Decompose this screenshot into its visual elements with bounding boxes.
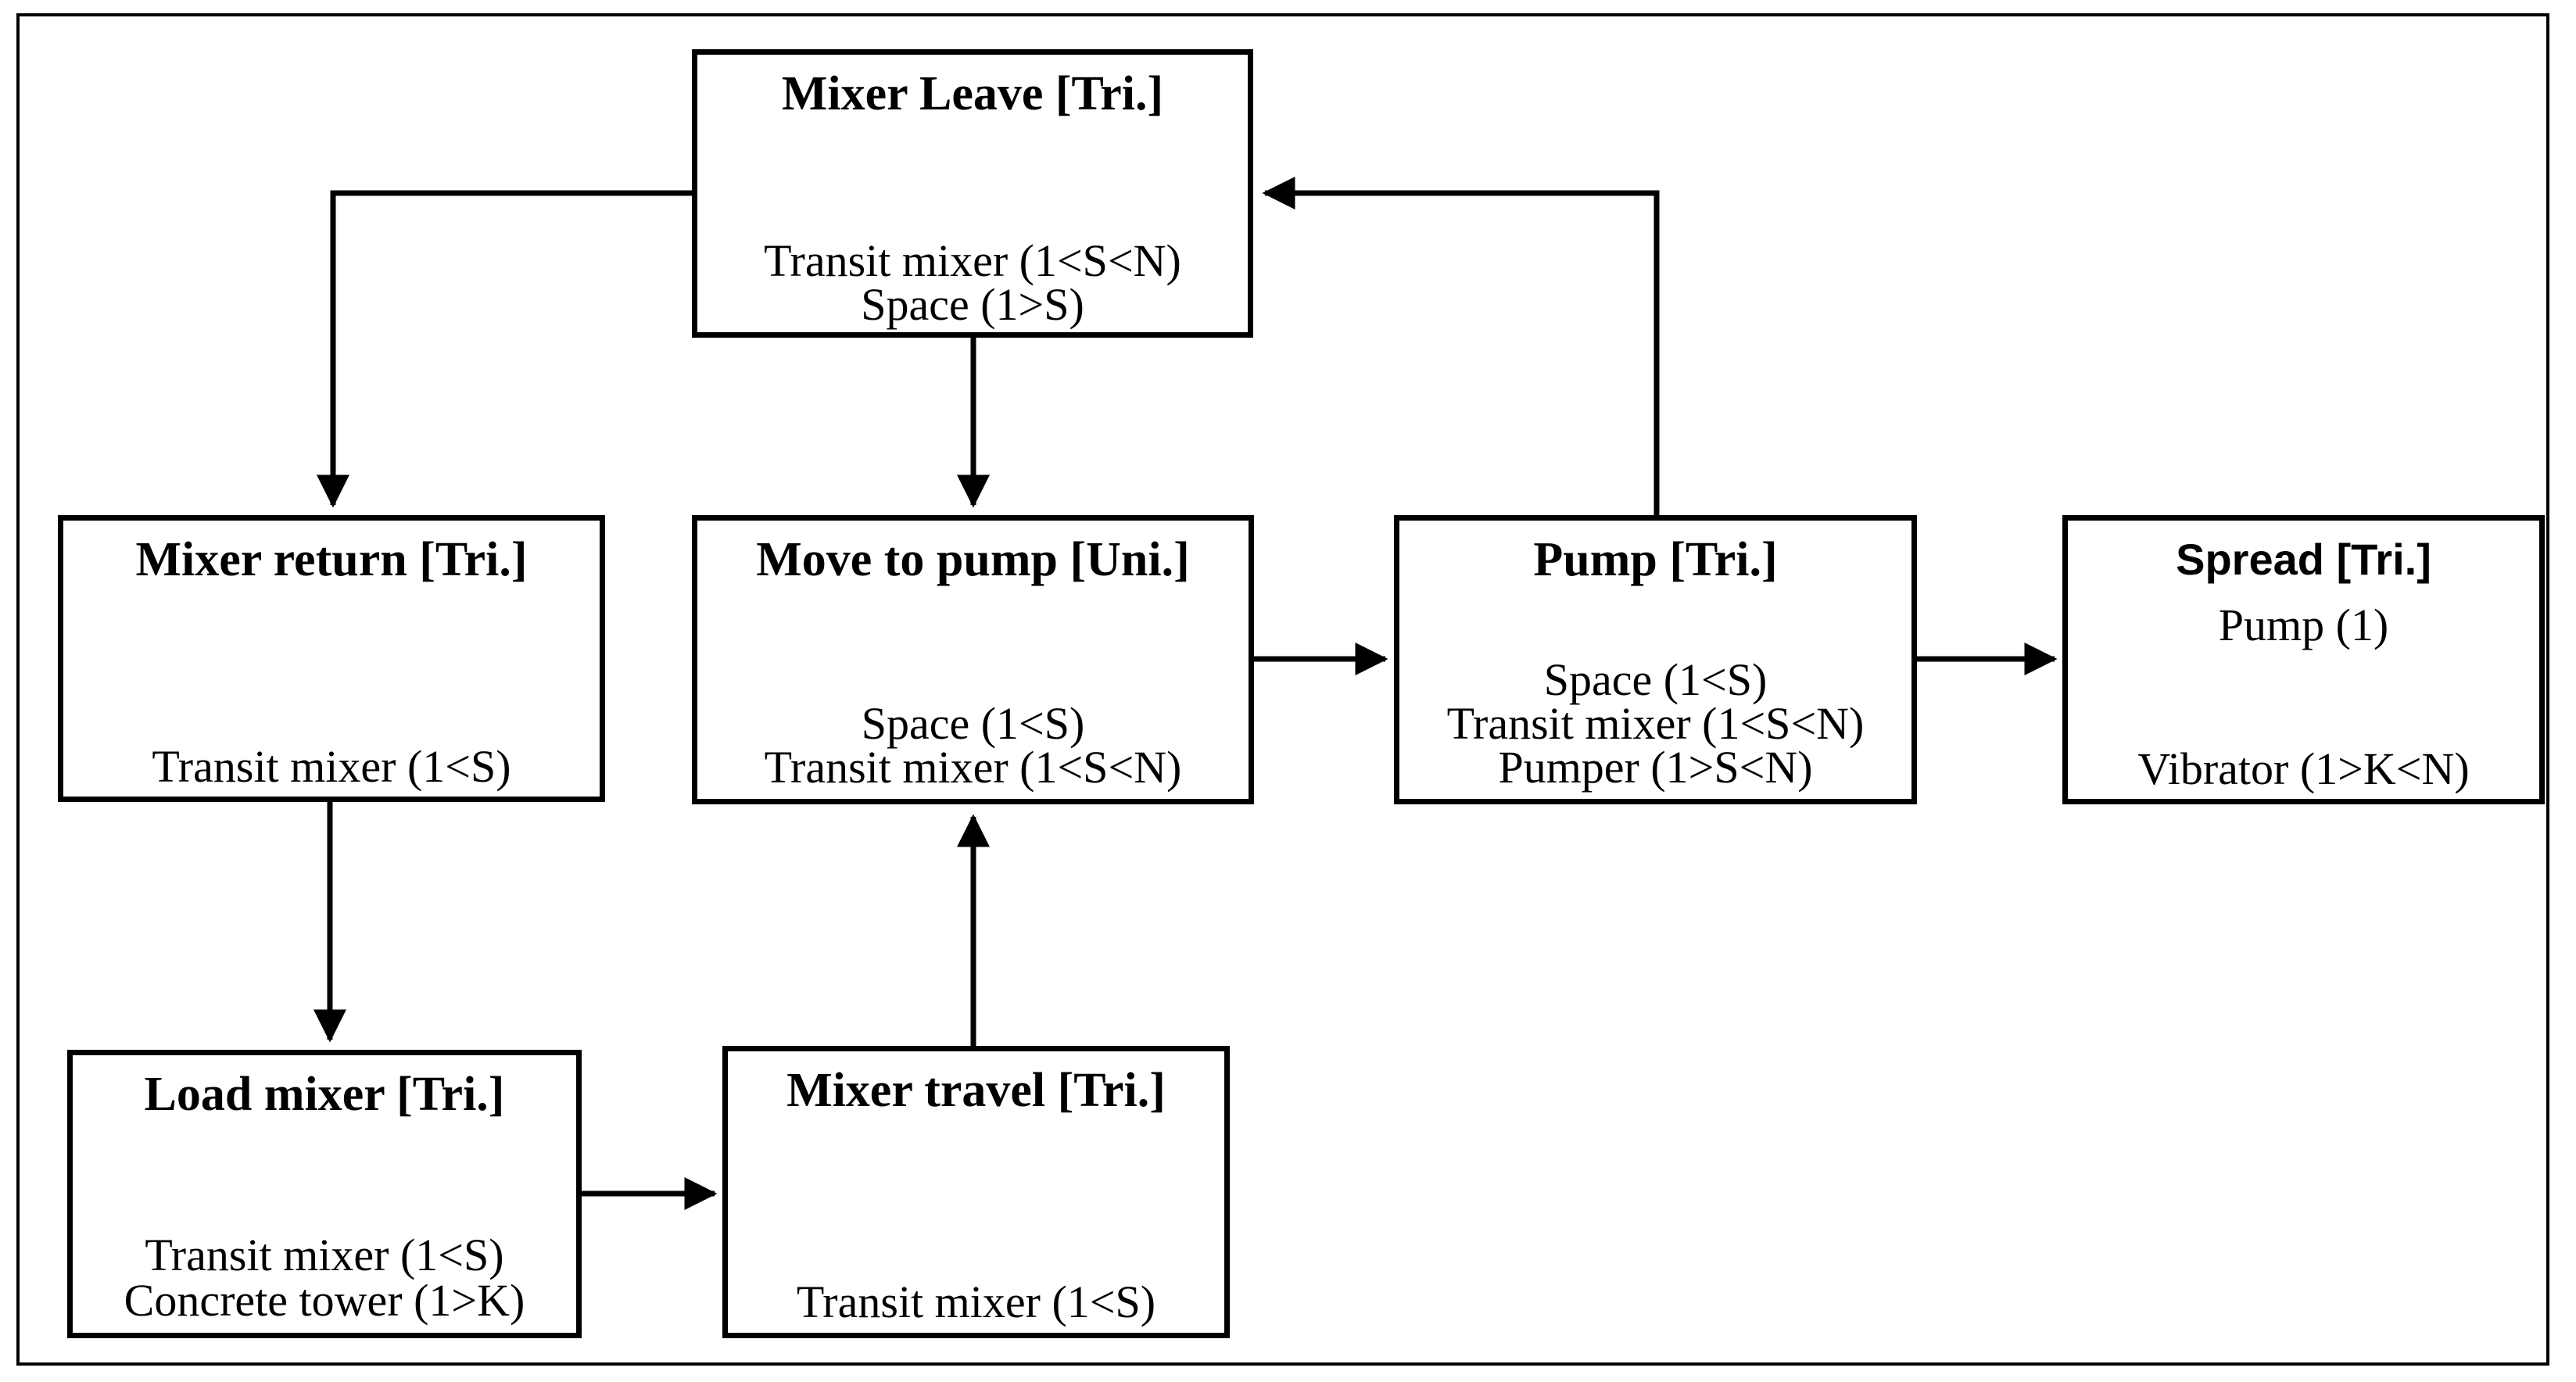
node-resource: Space (1<S) bbox=[861, 698, 1085, 749]
node-resource: Space (1>S) bbox=[861, 279, 1084, 330]
node-resource: Transit mixer (1<S<N) bbox=[764, 235, 1181, 286]
node-spread: Spread [Tri.] Pump (1) Vibrator (1>K<N) bbox=[2062, 515, 2545, 804]
node-resource: Transit mixer (1<S) bbox=[796, 1276, 1156, 1327]
node-resource: Pumper (1>S<N) bbox=[1498, 742, 1813, 793]
node-title: Move to pump [Uni.] bbox=[756, 533, 1190, 586]
node-title: Mixer travel [Tri.] bbox=[786, 1064, 1166, 1117]
edge-mixer-leave-to-mixer-return bbox=[317, 190, 694, 508]
node-title: Load mixer [Tri.] bbox=[144, 1068, 505, 1121]
diagram-frame bbox=[16, 13, 2549, 1366]
edge-pump-to-mixer-leave bbox=[1262, 177, 1660, 515]
node-resource: Transit mixer (1<S) bbox=[145, 1230, 504, 1280]
node-pump: Pump [Tri.] Space (1<S) Transit mixer (1… bbox=[1394, 515, 1917, 804]
node-resource: Vibrator (1>K<N) bbox=[2137, 743, 2470, 794]
node-mixer-leave: Mixer Leave [Tri.] Transit mixer (1<S<N)… bbox=[692, 49, 1253, 338]
node-mixer-travel: Mixer travel [Tri.] Transit mixer (1<S) bbox=[722, 1046, 1230, 1338]
node-title: Spread [Tri.] bbox=[2176, 535, 2431, 584]
node-title: Pump [Tri.] bbox=[1533, 533, 1778, 586]
node-mixer-return: Mixer return [Tri.] Transit mixer (1<S) bbox=[58, 515, 605, 802]
node-resource: Pump (1) bbox=[2218, 600, 2389, 650]
node-resource: Transit mixer (1<S<N) bbox=[1446, 698, 1865, 749]
node-resource: Transit mixer (1<S<N) bbox=[764, 742, 1182, 793]
node-resource: Transit mixer (1<S) bbox=[152, 741, 511, 792]
node-resource: Concrete tower (1>K) bbox=[124, 1275, 525, 1326]
node-load-mixer: Load mixer [Tri.] Transit mixer (1<S) Co… bbox=[67, 1050, 582, 1338]
node-resource: Space (1<S) bbox=[1543, 654, 1768, 705]
node-title: Mixer return [Tri.] bbox=[135, 533, 528, 586]
node-move-to-pump: Move to pump [Uni.] Space (1<S) Transit … bbox=[692, 515, 1254, 804]
node-title: Mixer Leave [Tri.] bbox=[781, 67, 1164, 120]
